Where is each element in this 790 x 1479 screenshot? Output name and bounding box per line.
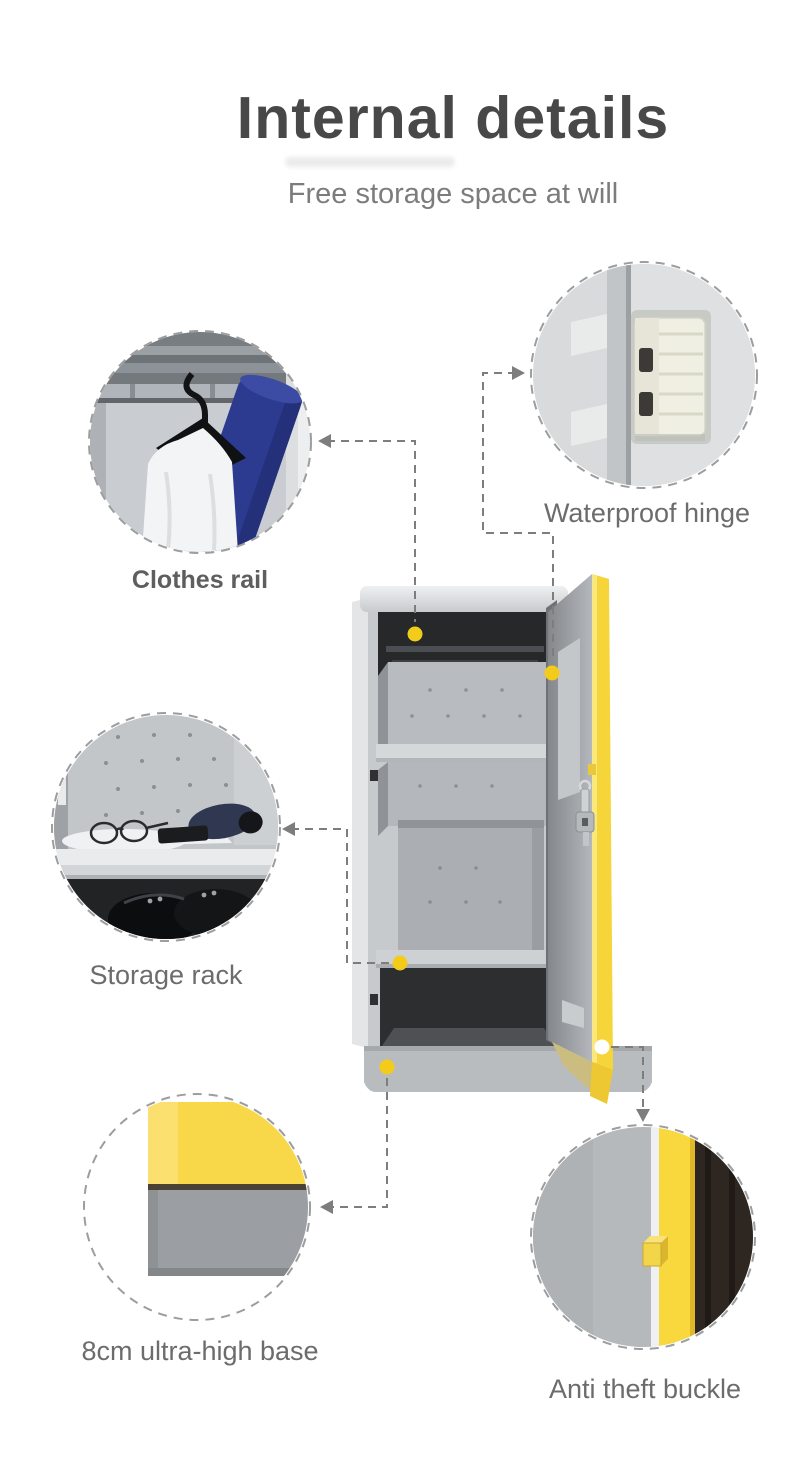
connector-base — [329, 1078, 388, 1208]
locker-illustration — [352, 574, 652, 1104]
lock-and-keys — [575, 764, 596, 846]
connector-clothes-rail — [327, 440, 416, 622]
anti-theft-photo-art — [533, 1127, 753, 1347]
callout-label-clothes-rail: Clothes rail — [131, 566, 269, 594]
callout-photo-anti-theft — [533, 1127, 753, 1347]
connector-dots — [379, 626, 610, 1075]
storage-rack-photo-art — [54, 715, 278, 939]
callout-photo-waterproof-hinge — [533, 264, 755, 486]
callout-label-anti-theft: Anti theft buckle — [548, 1374, 742, 1404]
buckle — [642, 1236, 668, 1267]
connector-arrowheads — [282, 366, 650, 1214]
back-wall-holes — [410, 688, 522, 718]
dot-waterproof-hinge — [544, 665, 560, 681]
callout-label-storage-rack: Storage rack — [89, 960, 243, 990]
callout-label-waterproof-hinge: Waterproof hinge — [543, 498, 751, 528]
callout-photo-base — [86, 1096, 308, 1318]
page-title: Internal details — [236, 85, 670, 151]
clothes-rail-photo-art — [90, 332, 310, 552]
base-corner — [148, 1102, 308, 1276]
connector-storage-rack — [291, 828, 389, 964]
title-shadow-artifact — [285, 157, 455, 167]
callout-photo-clothes-rail — [90, 332, 310, 552]
callout-label-base: 8cm ultra-high base — [81, 1336, 319, 1366]
callout-photo-storage-rack — [54, 715, 278, 939]
connector-anti-theft — [611, 1046, 644, 1110]
page-subtitle: Free storage space at will — [287, 178, 619, 210]
dot-storage-rack — [392, 955, 408, 971]
dot-anti-theft — [594, 1039, 610, 1055]
dot-base — [379, 1059, 395, 1075]
dot-clothes-rail — [407, 626, 423, 642]
base-photo-art — [148, 1102, 308, 1276]
hinge-photo-art — [533, 264, 755, 486]
